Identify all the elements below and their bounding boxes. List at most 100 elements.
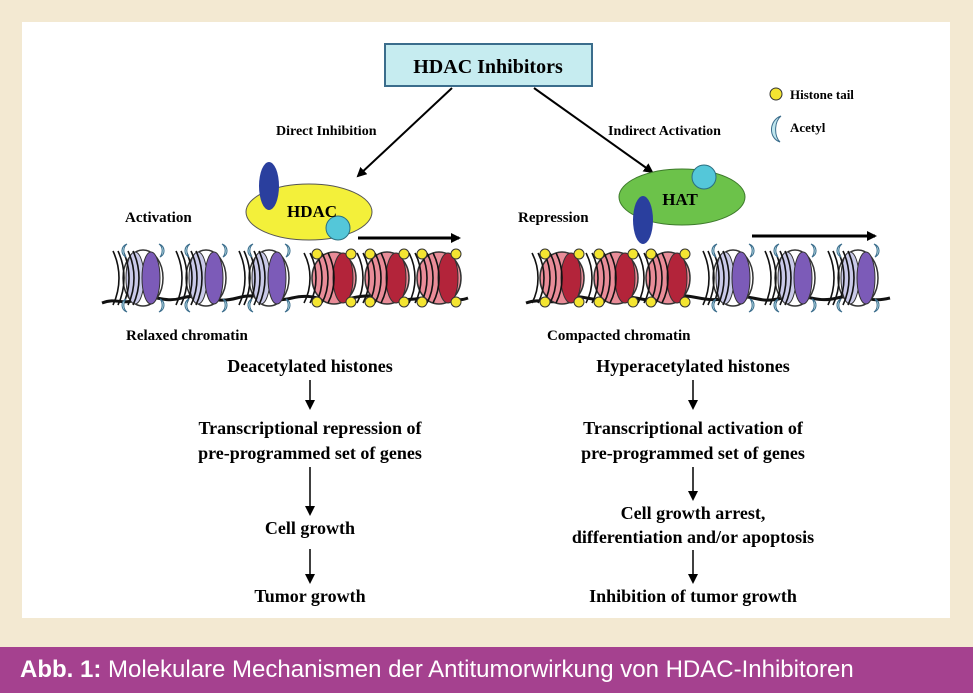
flow-step: Transcriptional repression of: [198, 418, 422, 438]
acetyl-icon: [184, 298, 191, 313]
activation-label: Activation: [125, 210, 192, 226]
histone-tail-icon: [645, 296, 657, 308]
histone-tail-icon: [345, 296, 357, 308]
histone-tail-icon: [416, 248, 428, 260]
nucleosome-relaxed: [238, 243, 291, 313]
hat-label: HAT: [662, 190, 698, 209]
nucleosome-condensed: [356, 248, 410, 308]
nucleosome-relaxed: [764, 243, 817, 313]
caption-text: Molekulare Mechanismen der Antitumorwirk…: [101, 656, 854, 683]
flow-step: Cell growth arrest,: [621, 503, 766, 523]
acetyl-icon: [247, 298, 254, 313]
acetyl-icon: [158, 298, 165, 313]
nucleosomes-relaxed: [702, 243, 880, 313]
blue-oval-icon: [633, 196, 653, 244]
histone-tail-icon: [345, 248, 357, 260]
histone-tail-icon: [450, 296, 462, 308]
acetyl-icon: [221, 298, 228, 313]
acetyl-icon: [873, 243, 880, 258]
histone-tail-icon: [627, 296, 639, 308]
acetyl-legend-icon: [771, 115, 782, 143]
acetyl-icon: [121, 298, 128, 313]
histone-tail-icon: [645, 248, 657, 260]
nucleosome-condensed: [585, 248, 639, 308]
acetyl-icon: [121, 243, 128, 258]
histone-tail-icon: [539, 248, 551, 260]
histone-tail-icon: [573, 296, 585, 308]
indirect-activation-arrow: [533, 87, 654, 174]
acetyl-icon: [873, 298, 880, 313]
histone-tail-legend-label: Histone tail: [790, 87, 854, 102]
indirect-activation-label: Indirect Activation: [608, 124, 721, 139]
acetyl-circle-icon: [691, 164, 717, 190]
histone-tail-icon: [311, 248, 323, 260]
nucleosomes-relaxed: [112, 243, 291, 313]
right-flow: Hyperacetylated histones Transcriptional…: [572, 356, 814, 606]
figure-panel: HDAC Inhibitors Direct Inhibition Indire…: [22, 22, 950, 618]
histone-tail-icon: [593, 248, 605, 260]
acetyl-icon: [773, 243, 780, 258]
acetyl-icon: [221, 243, 228, 258]
hdac-label: HDAC: [287, 202, 337, 221]
acetyl-icon: [748, 243, 755, 258]
histone-tail-icon: [679, 296, 691, 308]
legend: Histone tail Acetyl: [769, 87, 854, 143]
flow-step: pre-programmed set of genes: [198, 443, 422, 463]
nucleosomes-condensed: [303, 248, 462, 308]
hdac-inhibitors-box: HDAC Inhibitors: [384, 43, 593, 87]
histone-tail-icon: [364, 248, 376, 260]
hdac-inhibitors-label: HDAC Inhibitors: [413, 56, 563, 78]
nucleosome-relaxed: [175, 243, 228, 313]
hdac-enzyme: HDAC: [245, 162, 373, 241]
mechanism-diagram: HDAC Inhibitors Direct Inhibition Indire…: [101, 43, 891, 606]
acetyl-icon: [284, 298, 291, 313]
nucleosome-condensed: [637, 248, 691, 308]
nucleosome-relaxed: [702, 243, 755, 313]
histone-tail-icon: [539, 296, 551, 308]
histone-tail-legend-icon: [769, 87, 783, 101]
direct-inhibition-label: Direct Inhibition: [276, 124, 377, 139]
acetyl-icon: [284, 243, 291, 258]
histone-tail-icon: [573, 248, 585, 260]
acetyl-icon: [247, 243, 254, 258]
histone-tail-icon: [450, 248, 462, 260]
flow-step: pre-programmed set of genes: [581, 443, 805, 463]
direct-inhibition-arrow: [356, 87, 453, 178]
histone-tail-icon: [416, 296, 428, 308]
flow-step: Tumor growth: [254, 586, 365, 606]
acetyl-icon: [711, 243, 718, 258]
histone-tail-icon: [398, 296, 410, 308]
flow-step: Hyperacetylated histones: [596, 356, 789, 376]
histone-tail-icon: [627, 248, 639, 260]
blue-oval-icon: [259, 162, 279, 210]
relaxed-chromatin-label: Relaxed chromatin: [126, 328, 248, 344]
repression-label: Repression: [518, 210, 589, 226]
histone-tail-icon: [311, 296, 323, 308]
nucleosome-condensed: [531, 248, 585, 308]
histone-tail-icon: [679, 248, 691, 260]
histone-tail-icon: [593, 296, 605, 308]
acetyl-icon: [748, 298, 755, 313]
flow-step: Deacetylated histones: [227, 356, 392, 376]
flow-step: Inhibition of tumor growth: [589, 586, 797, 606]
figure-caption: Abb. 1: Molekulare Mechanismen der Antit…: [0, 647, 973, 693]
flow-step: Cell growth: [265, 518, 355, 538]
nucleosomes-condensed: [531, 248, 691, 308]
histone-tail-icon: [364, 296, 376, 308]
acetyl-icon: [158, 243, 165, 258]
left-flow: Deacetylated histones Transcriptional re…: [198, 356, 422, 606]
acetyl-icon: [711, 298, 718, 313]
acetyl-icon: [773, 298, 780, 313]
caption-number: Abb. 1:: [20, 656, 102, 683]
nucleosome-relaxed: [827, 243, 880, 313]
acetyl-icon: [836, 243, 843, 258]
acetyl-icon: [836, 298, 843, 313]
acetyl-icon: [184, 243, 191, 258]
acetyl-icon: [810, 298, 817, 313]
acetyl-circle-icon: [325, 215, 351, 241]
acetyl-legend-label: Acetyl: [790, 120, 826, 135]
histone-tail-icon: [398, 248, 410, 260]
flow-step: differentiation and/or apoptosis: [572, 527, 814, 547]
nucleosome-condensed: [303, 248, 357, 308]
nucleosome-relaxed: [112, 243, 165, 313]
